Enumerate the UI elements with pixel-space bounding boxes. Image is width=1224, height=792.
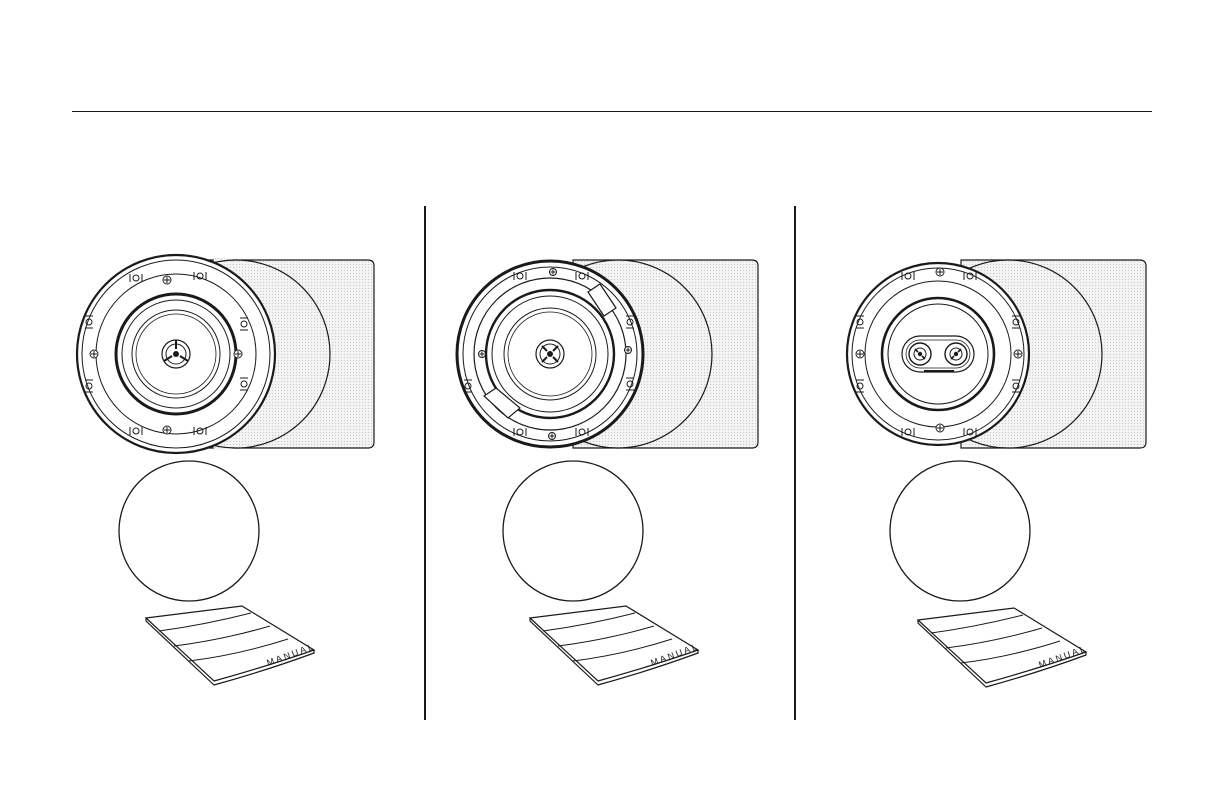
panel-speaker-3: MANUAL xyxy=(836,200,1196,720)
speaker-driver xyxy=(847,263,1029,445)
manual-booklet: MANUAL xyxy=(146,606,316,685)
manual-booklet: MANUAL xyxy=(530,606,700,685)
speaker-driver xyxy=(77,255,275,453)
tweeter-right xyxy=(945,343,967,365)
panel-speaker-1: MANUAL xyxy=(64,200,424,720)
panel-speaker-2: MANUAL xyxy=(448,200,808,720)
column-divider-left xyxy=(424,206,426,720)
paint-shield-disc xyxy=(503,461,643,601)
paint-shield-disc xyxy=(890,461,1030,601)
tweeter xyxy=(536,340,564,368)
top-horizontal-rule xyxy=(72,111,1152,112)
tweeter xyxy=(162,340,190,368)
manual-booklet: MANUAL xyxy=(918,608,1088,687)
speaker-driver xyxy=(457,261,643,447)
tweeter-left xyxy=(909,343,931,365)
paint-shield-disc xyxy=(119,461,259,601)
